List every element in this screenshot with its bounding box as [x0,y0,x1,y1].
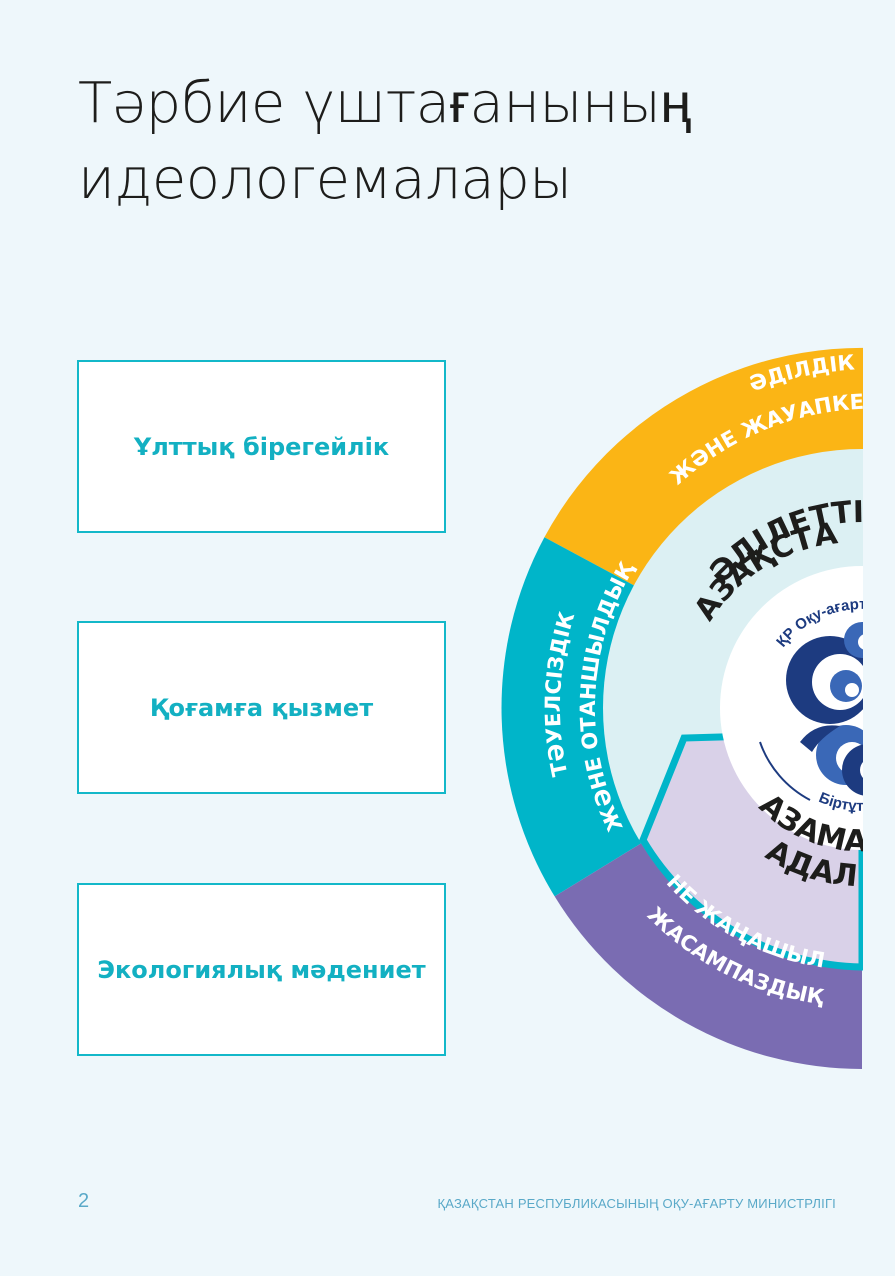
box-label: Экологиялық мәдениет [97,955,426,984]
box-label: Қоғамға қызмет [149,693,374,722]
page-title-line2: идеологемалары [78,147,572,212]
page-title: Тәрбие үштағанының идеологемалары [78,66,691,218]
swirl-icon [786,622,863,796]
page-number: 2 [78,1190,90,1212]
box-label: Ұлттық бірегейлік [133,432,390,461]
box-national-identity: Ұлттық бірегейлік [77,360,446,533]
footer-ministry: ҚАЗАҚСТАН РЕСПУБЛИКАСЫНЫҢ ОҚУ-АҒАРТУ МИН… [437,1196,836,1211]
box-ecological-culture: Экологиялық мәдениет [77,883,446,1056]
box-public-service: Қоғамға қызмет [77,621,446,794]
page-title-line1: Тәрбие үштағанының [78,71,691,136]
emblem-ring-arc [759,741,811,801]
